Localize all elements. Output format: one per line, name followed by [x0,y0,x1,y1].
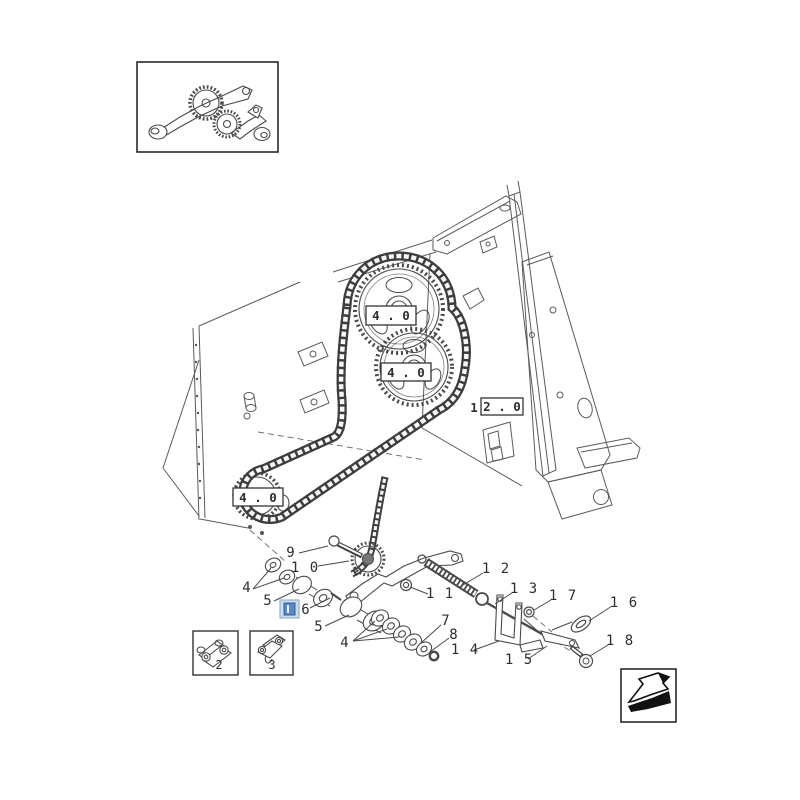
nut-11 [399,578,413,592]
callout-4-left: 4 [242,580,251,596]
dashed-construction-lines [249,431,573,653]
callout-12: 1 2 [482,561,510,577]
callout-leaders [252,545,613,660]
o-ring-8 [428,650,440,662]
nut-17 [523,606,535,618]
idler-arm-sprockets-icon [148,85,271,142]
pin-and-clip [243,392,257,420]
callout-7: 7 [441,613,450,629]
spring-pin-6 [330,592,342,601]
selected-part-highlight [279,599,300,619]
chain-master-link-icon [196,639,232,668]
inset-detail-box [136,61,279,153]
ref-box-right: 2 . 0 [483,399,521,414]
callout-14: 1 4 [451,642,479,658]
side-panel [162,281,330,535]
bracket-14 [494,594,544,653]
callout-4-right: 4 [340,635,349,651]
callout-5-left: 5 [263,593,272,609]
rivet-dots [194,343,264,535]
chain-link-detail-boxes: 2 3 [192,630,294,676]
callout-13: 1 3 [510,581,538,597]
callout-8: 8 [449,627,458,643]
lever-15 [523,618,580,649]
spring-12 [417,554,489,606]
ref-box-middle: 4 . 0 [387,365,425,380]
callout-18: 1 8 [606,633,634,649]
callout-16: 1 6 [610,595,638,611]
callout-11: 1 1 [426,586,454,602]
bolt-18 [569,645,594,669]
page-turn-box [620,668,677,723]
callout-6: 6 [301,602,310,618]
ref-box-bottom-left: 4 . 0 [239,490,277,505]
washers-4-right [370,609,423,651]
sprocket-tensioner [350,541,386,577]
detail-link-3-number: 3 [268,658,275,672]
chain-offset-link-icon [256,634,286,664]
detail-link-2-number: 2 [215,658,222,672]
washer-7 [415,641,433,657]
callout-15: 1 5 [505,652,533,668]
page-turn-arrow-icon [627,672,671,712]
drive-chain-loop [238,251,471,524]
bolt-9 [328,535,364,559]
washers-4-left [264,557,296,585]
figure-reference-boxes: 4 . 0 4 . 0 4 . 0 1 2 . 0 [232,305,524,507]
callout-10: 1 0 [291,560,319,576]
callout-17: 1 7 [549,588,577,604]
callout-5-right: 5 [314,619,323,635]
callout-9: 9 [286,545,295,561]
ref-right-prefix: 1 [470,400,478,415]
ref-box-top: 4 . 0 [372,308,410,323]
machine-frame [332,180,641,520]
clevis-16 [570,615,592,633]
